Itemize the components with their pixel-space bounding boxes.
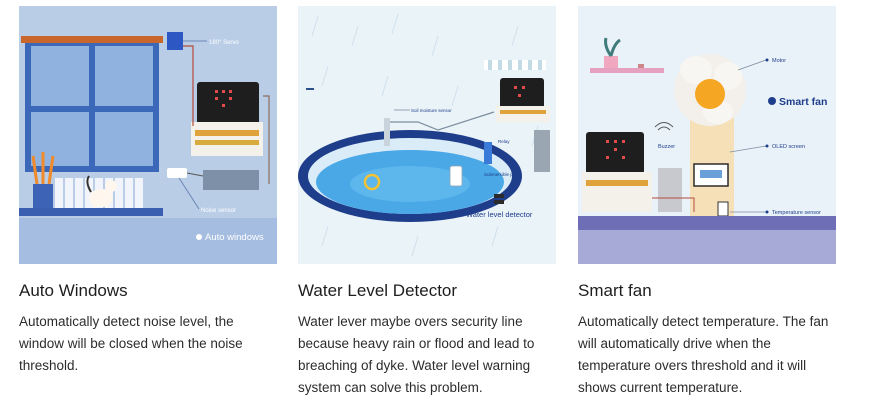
card-description: Automatically detect noise level, the wi…	[19, 314, 243, 373]
water-level-caption: Water level detector	[466, 210, 533, 219]
card-title[interactable]: Auto Windows	[19, 281, 128, 300]
card-description: Automatically detect temperature. The fa…	[578, 314, 829, 395]
servo-label: 180° Servo	[209, 40, 239, 46]
motor-label: Motor	[772, 58, 786, 64]
product-card-water-level-detector[interactable]: Soil moisture sensor Relay Submersible p…	[298, 6, 556, 399]
auto-windows-caption: Auto windows	[205, 232, 264, 243]
noise-sensor-label: Noise sensor	[201, 208, 236, 214]
soil-sensor-label: Soil moisture sensor	[411, 108, 452, 113]
product-card-smart-fan[interactable]: Motor Smart fan Buzzer OLED screen Tempe…	[578, 6, 836, 399]
relay-label: Relay	[498, 139, 510, 144]
auto-windows-image[interactable]: 180° Servo Noise sensor	[19, 6, 277, 264]
pump-label: Submersible pump	[484, 172, 522, 177]
product-card-auto-windows[interactable]: 180° Servo Noise sensor	[19, 6, 277, 377]
temp-sensor-label: Temperature sensor	[772, 210, 821, 216]
card-title[interactable]: Water Level Detector	[298, 281, 458, 300]
smart-fan-image[interactable]: Motor Smart fan Buzzer OLED screen Tempe…	[578, 6, 836, 264]
buzzer-label: Buzzer	[658, 144, 675, 150]
card-title[interactable]: Smart fan	[578, 281, 652, 300]
smart-fan-caption: Smart fan	[779, 96, 827, 108]
water-level-detector-image[interactable]: Soil moisture sensor Relay Submersible p…	[298, 6, 556, 264]
oled-label: OLED screen	[772, 144, 805, 150]
card-description: Water lever maybe overs security line be…	[298, 314, 535, 395]
